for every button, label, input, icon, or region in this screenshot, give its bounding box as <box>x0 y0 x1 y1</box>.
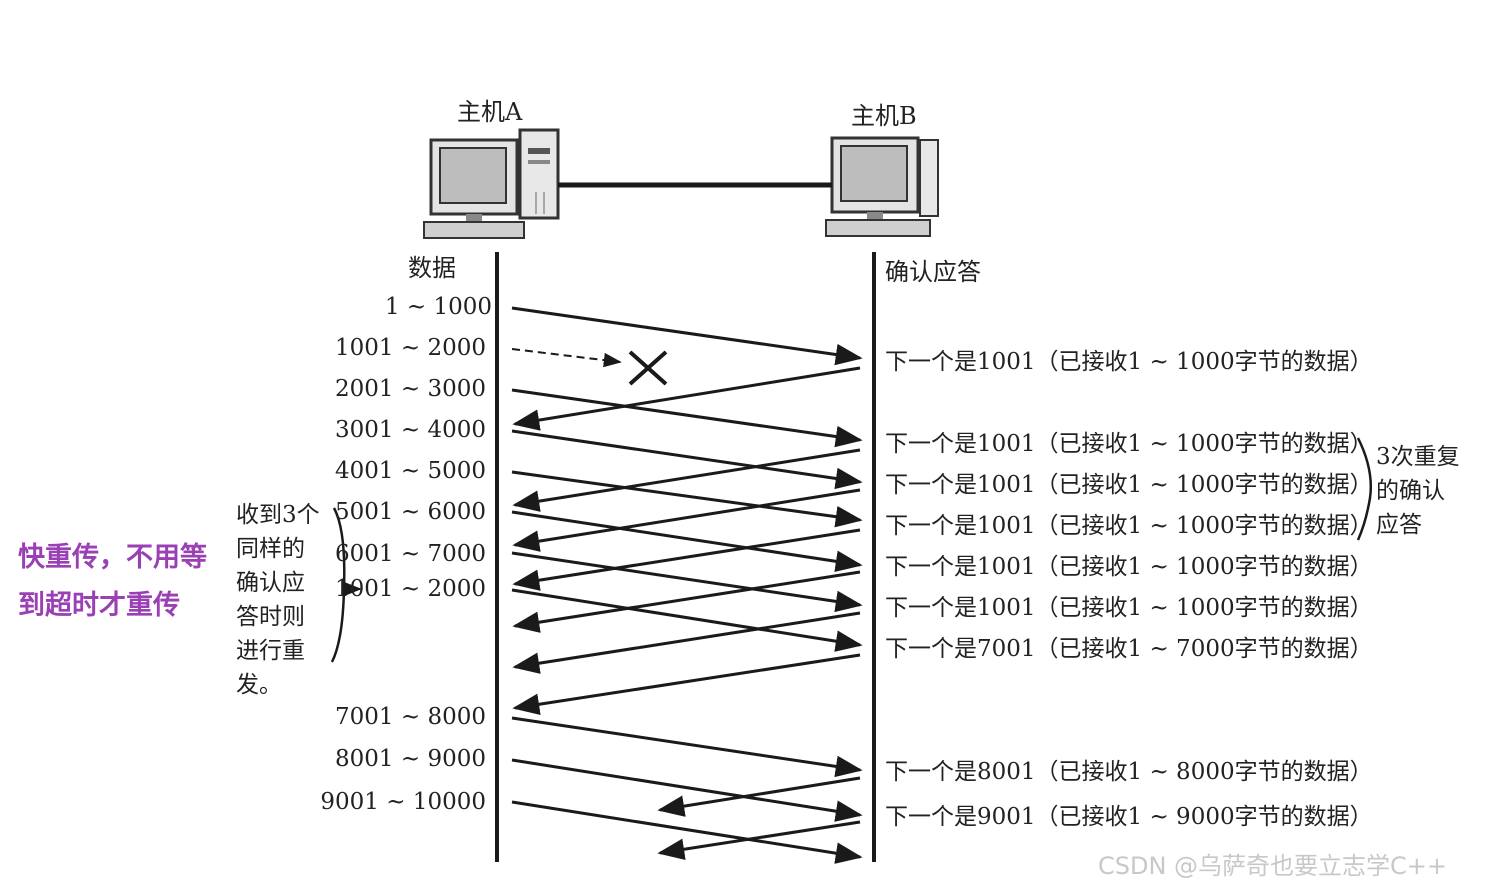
host-b-computer-icon <box>825 136 939 237</box>
ack-label: 下一个是1001（已接收1 ~ 1000字节的数据） <box>885 349 1373 375</box>
ack-arrow <box>657 776 861 817</box>
data-arrow <box>511 758 863 822</box>
data-arrow <box>511 510 863 573</box>
highlight-annotation: 快重传，不用等 到超时才重传 <box>18 534 207 630</box>
watermark: CSDN @乌萨奇也要立志学C++ <box>1098 852 1448 880</box>
ack-label: 下一个是1001（已接收1 ~ 1000字节的数据） <box>885 595 1373 621</box>
data-column-header: 数据 <box>408 254 456 282</box>
ack-label: 下一个是8001（已接收1 ~ 8000字节的数据） <box>885 759 1373 785</box>
ack-label: 下一个是1001（已接收1 ~ 1000字节的数据） <box>885 554 1373 580</box>
note-line: 应答 <box>1376 512 1422 538</box>
ack-arrow <box>657 820 861 860</box>
data-arrow <box>511 470 863 528</box>
segment-label: 5001 ~ 6000 <box>335 499 486 525</box>
segment-label: 6001 ~ 7000 <box>335 541 486 567</box>
packet-lost-x-icon <box>628 350 668 386</box>
note-line: 同样的 <box>236 536 305 562</box>
ack-arrow <box>512 488 861 552</box>
ack-arrow <box>512 570 861 633</box>
fast-retransmit-note: 收到3个 同样的 确认应 答时则 进行重 发。 <box>236 498 320 702</box>
right-note-brace <box>1356 437 1372 541</box>
segment-label: 3001 ~ 4000 <box>335 417 486 443</box>
note-line: 答时则 <box>236 604 305 630</box>
segment-label: 9001 ~ 10000 <box>320 789 486 815</box>
ack-arrow <box>512 653 861 715</box>
retransmit-segment-label: 1001 ~ 2000 <box>335 576 486 602</box>
ack-arrow <box>512 448 861 512</box>
highlight-line: 快重传，不用等 <box>18 542 207 573</box>
data-arrow <box>511 716 863 778</box>
ack-column-header: 确认应答 <box>885 258 981 286</box>
lost-data-arrow <box>511 348 622 368</box>
ack-label: 下一个是9001（已接收1 ~ 9000字节的数据） <box>885 804 1373 830</box>
data-arrow <box>511 800 863 864</box>
segment-label: 7001 ~ 8000 <box>335 704 486 730</box>
ack-label: 下一个是7001（已接收1 ~ 7000字节的数据） <box>885 636 1373 662</box>
ack-label: 下一个是1001（已接收1 ~ 1000字节的数据） <box>885 472 1373 498</box>
ack-arrow <box>512 366 861 431</box>
segment-label: 1 ~ 1000 <box>384 294 492 320</box>
note-line: 3次重复 <box>1376 444 1460 470</box>
ack-label: 下一个是1001（已接收1 ~ 1000字节的数据） <box>885 513 1373 539</box>
highlight-line: 到超时才重传 <box>18 590 180 621</box>
data-arrow <box>511 429 863 490</box>
ack-label: 下一个是1001（已接收1 ~ 1000字节的数据） <box>885 431 1373 457</box>
data-arrow <box>511 388 863 448</box>
duplicate-ack-note: 3次重复 的确认 应答 <box>1376 440 1460 542</box>
segment-label: 8001 ~ 9000 <box>335 746 486 772</box>
note-line: 发。 <box>236 672 282 698</box>
note-line: 进行重 <box>236 638 305 664</box>
host-a-label: 主机A <box>457 98 523 126</box>
segment-label: 1001 ~ 2000 <box>335 335 486 361</box>
host-b-label: 主机B <box>851 102 917 130</box>
ack-arrow <box>512 528 861 591</box>
data-arrow <box>511 306 863 366</box>
note-line: 确认应 <box>236 570 305 596</box>
segment-label: 2001 ~ 3000 <box>335 376 486 402</box>
host-a-computer-icon <box>423 128 560 239</box>
segment-label: 4001 ~ 5000 <box>335 458 486 484</box>
data-arrow <box>511 551 863 613</box>
ack-arrow <box>512 611 861 674</box>
retransmit-arrow <box>511 588 863 652</box>
note-line: 的确认 <box>1376 478 1445 504</box>
note-line: 收到3个 <box>236 502 320 528</box>
